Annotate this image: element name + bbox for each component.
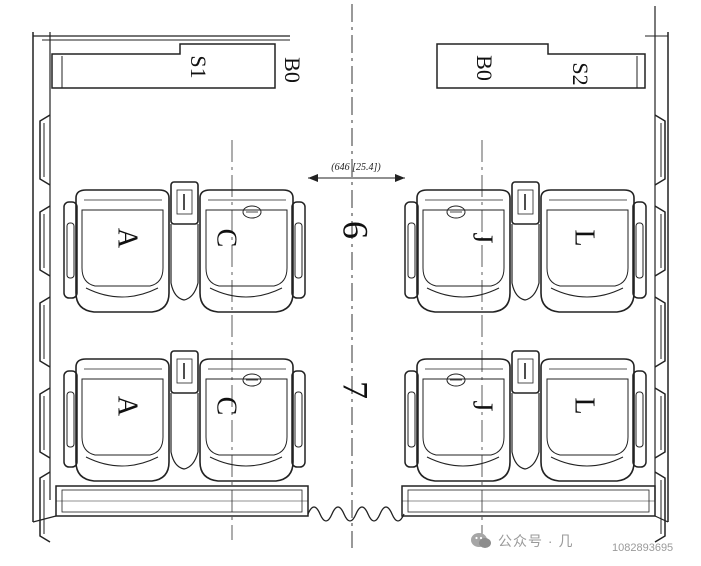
seat-label: L [569, 397, 600, 414]
left-wall-frames [39, 114, 51, 543]
right-bulkhead: B0 S2 [436, 43, 646, 89]
seat-pair-row7-right [404, 350, 647, 482]
seat-pair-row6-right [404, 181, 647, 313]
row-number: 6 [336, 221, 376, 239]
watermark-id: 1082893695 [612, 542, 674, 554]
seat-label: A [112, 396, 143, 417]
seat-pair-row7-left [63, 350, 306, 482]
left-bulkhead: S1 B0 [51, 43, 305, 89]
seat-label: C [211, 229, 242, 248]
aisle-spring [307, 506, 405, 522]
seat-label: A [112, 228, 143, 249]
seat-centerlines [231, 140, 483, 540]
left-bulkhead-code: S1 [186, 55, 211, 78]
row-number: 7 [336, 381, 376, 399]
seat-label: C [211, 397, 242, 416]
row-6: A C J L 6 [63, 181, 647, 313]
watermark-text: 公众号 · 几 [498, 533, 574, 549]
right-bulkhead-code: B0 [472, 55, 497, 81]
left-hull-wall [32, 32, 290, 522]
aisle-dimension: (646 [25.4]) [308, 162, 405, 182]
left-bulkhead-ref: B0 [280, 57, 305, 83]
right-wall-frames [654, 114, 666, 543]
seat-label: J [467, 233, 498, 244]
seat-label: J [467, 401, 498, 412]
call-button-icon [446, 205, 466, 219]
watermark: 公众号 · 几 1082893695 [470, 526, 695, 556]
call-button-icon [242, 373, 262, 387]
right-hull-wall [645, 6, 669, 522]
right-bulkhead-ref: S2 [568, 62, 593, 85]
aisle-dimension-label: (646 [25.4]) [331, 162, 381, 173]
row-7: A C J L 7 [63, 350, 647, 482]
wechat-logo-icon [471, 533, 491, 548]
floor-rails [32, 485, 669, 523]
seat-label: L [569, 229, 600, 246]
seat-pair-row6-left [63, 181, 306, 313]
call-button-icon [446, 373, 466, 387]
call-button-icon [242, 205, 262, 219]
